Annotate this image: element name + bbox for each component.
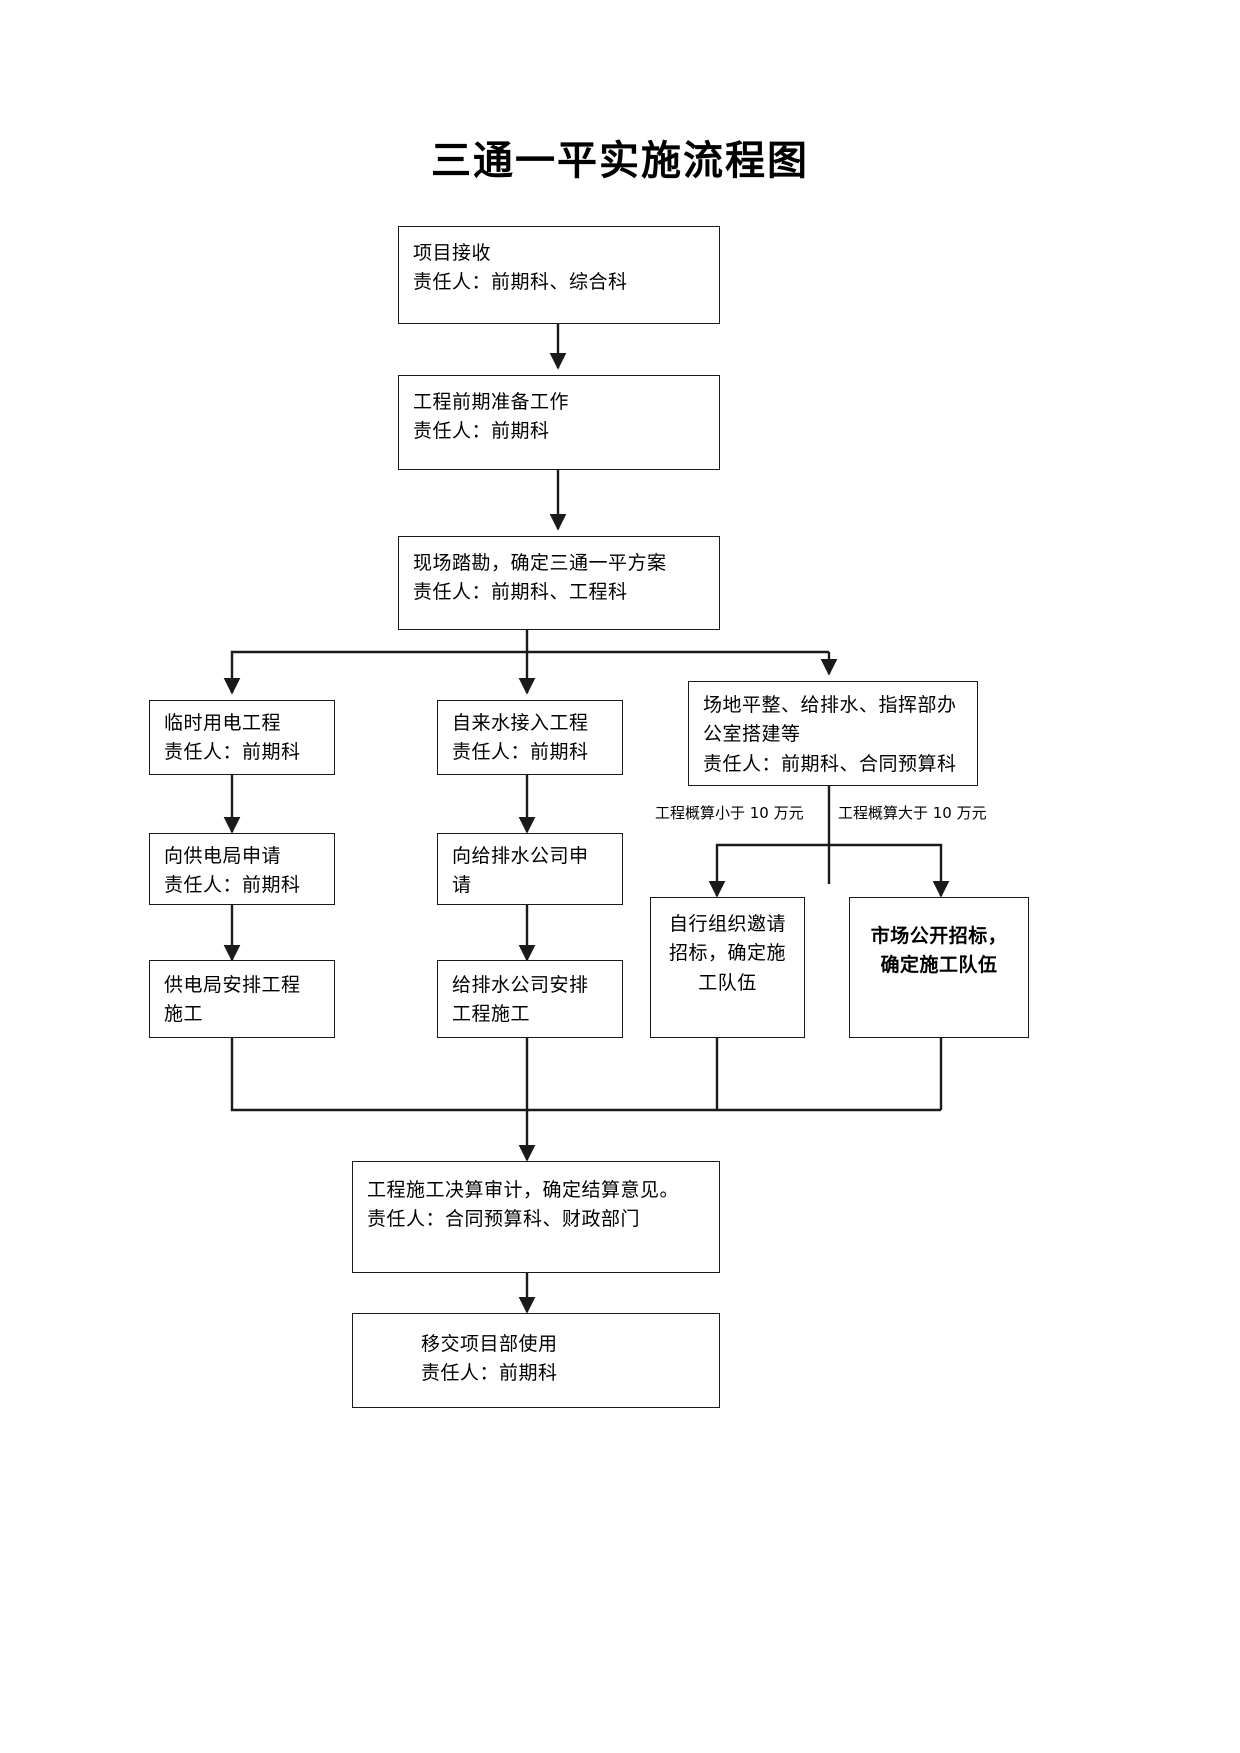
connector-n6-to-n11 (708, 785, 831, 898)
node-line: 责任人：前期科、工程科 (413, 581, 628, 604)
node-line: 招标，确定施 (668, 942, 786, 965)
node-line: 责任人：前期科、综合科 (413, 271, 628, 294)
node-line: 自行组织邀请 (668, 913, 786, 935)
node-line: 请 (452, 874, 472, 897)
node-line: 责任人：前期科 (452, 741, 589, 764)
node-apply-water-company[interactable]: 向给排水公司申 请 (437, 833, 623, 905)
connector-merge-bus (230, 1037, 941, 1112)
node-final-audit[interactable]: 工程施工决算审计，确定结算意见。 责任人：合同预算科、财政部门 (352, 1161, 720, 1273)
node-tap-water-connection[interactable]: 自来水接入工程 责任人：前期科 (437, 700, 623, 775)
node-self-invite-tender[interactable]: 自行组织邀请 招标，确定施 工队伍 (650, 897, 805, 1038)
node-line: 工队伍 (698, 971, 757, 994)
node-line: 责任人：前期科、合同预算科 (703, 752, 957, 775)
page-title: 三通一平实施流程图 (431, 138, 809, 184)
node-line: 自来水接入工程 (452, 712, 589, 734)
node-line: 现场踏勘，确定三通一平方案 (413, 552, 667, 574)
connector-n3-bus-right (525, 630, 829, 654)
edge-label-budget-greater-than: 工程概算大于 10 万元 (838, 804, 987, 822)
node-line: 向给排水公司申 (452, 845, 589, 867)
node-line: 工程施工决算审计，确定结算意见。 (367, 1179, 680, 1201)
node-line: 责任人：前期科 (413, 420, 550, 443)
node-line: 向供电局申请 (164, 845, 282, 867)
connector-n6-to-n12 (829, 843, 950, 898)
node-line: 责任人：前期科 (421, 1362, 558, 1385)
node-site-survey[interactable]: 现场踏勘，确定三通一平方案 责任人：前期科、工程科 (398, 536, 720, 630)
node-handover[interactable]: 移交项目部使用 责任人：前期科 (352, 1313, 720, 1408)
node-line: 公室搭建等 (703, 723, 801, 746)
node-line: 责任人：合同预算科、财政部门 (367, 1208, 641, 1231)
node-preliminary-preparation[interactable]: 工程前期准备工作 责任人：前期科 (398, 375, 720, 470)
node-power-bureau-construct[interactable]: 供电局安排工程 施工 (149, 960, 335, 1038)
node-line: 移交项目部使用 (421, 1333, 558, 1355)
node-line: 工程施工 (452, 1003, 531, 1026)
node-line: 项目接收 (413, 242, 492, 264)
node-site-leveling[interactable]: 场地平整、给排水、指挥部办 公室搭建等 责任人：前期科、合同预算科 (688, 681, 978, 786)
node-line: 供电局安排工程 (164, 974, 301, 996)
node-line: 给排水公司安排 (452, 974, 589, 996)
node-temporary-power[interactable]: 临时用电工程 责任人：前期科 (149, 700, 335, 775)
node-line: 市场公开招标， (870, 925, 1008, 947)
node-line: 工程前期准备工作 (413, 391, 570, 413)
node-public-tender[interactable]: 市场公开招标， 确定施工队伍 (849, 897, 1029, 1038)
node-water-company-construct[interactable]: 给排水公司安排 工程施工 (437, 960, 623, 1038)
node-line: 施工 (164, 1003, 204, 1026)
node-line: 场地平整、给排水、指挥部办 (703, 694, 957, 716)
edge-label-budget-less-than: 工程概算小于 10 万元 (655, 804, 804, 822)
node-line: 责任人：前期科 (164, 741, 301, 764)
node-line: 确定施工队伍 (880, 954, 998, 977)
node-project-receive[interactable]: 项目接收 责任人：前期科、综合科 (398, 226, 720, 324)
node-apply-power-bureau[interactable]: 向供电局申请 责任人：前期科 (149, 833, 335, 905)
node-line: 责任人：前期科 (164, 874, 301, 897)
connector-bus-to-n4 (223, 650, 527, 695)
node-line: 临时用电工程 (164, 712, 282, 734)
